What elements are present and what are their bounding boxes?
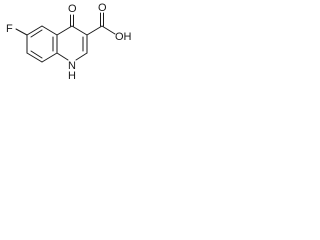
bond [41, 25, 58, 36]
bond [71, 25, 88, 36]
fluorine-label: F [6, 23, 13, 35]
bond-c-cooh [86, 25, 103, 36]
double-bond-inner [30, 29, 43, 38]
bond-c-f [15, 28, 28, 36]
bond [26, 25, 43, 36]
ring-nitrogen-label: N [68, 60, 76, 72]
bond [41, 52, 58, 63]
bond [26, 52, 43, 63]
ketone-oxygen-label: O [68, 3, 77, 15]
bond [56, 25, 73, 36]
carboxyl-oxygen-label: O [98, 2, 107, 14]
atom-labels: F O N H OH O [6, 2, 132, 82]
bonds [15, 12, 116, 63]
bond [56, 52, 69, 61]
bond-c-oh [101, 25, 116, 35]
double-bond-inner [30, 50, 43, 59]
nitrogen-hydrogen-label: H [68, 70, 76, 82]
bond [75, 52, 88, 61]
hydroxyl-label: OH [115, 31, 132, 43]
chemical-structure: F O N H OH O [6, 2, 132, 82]
